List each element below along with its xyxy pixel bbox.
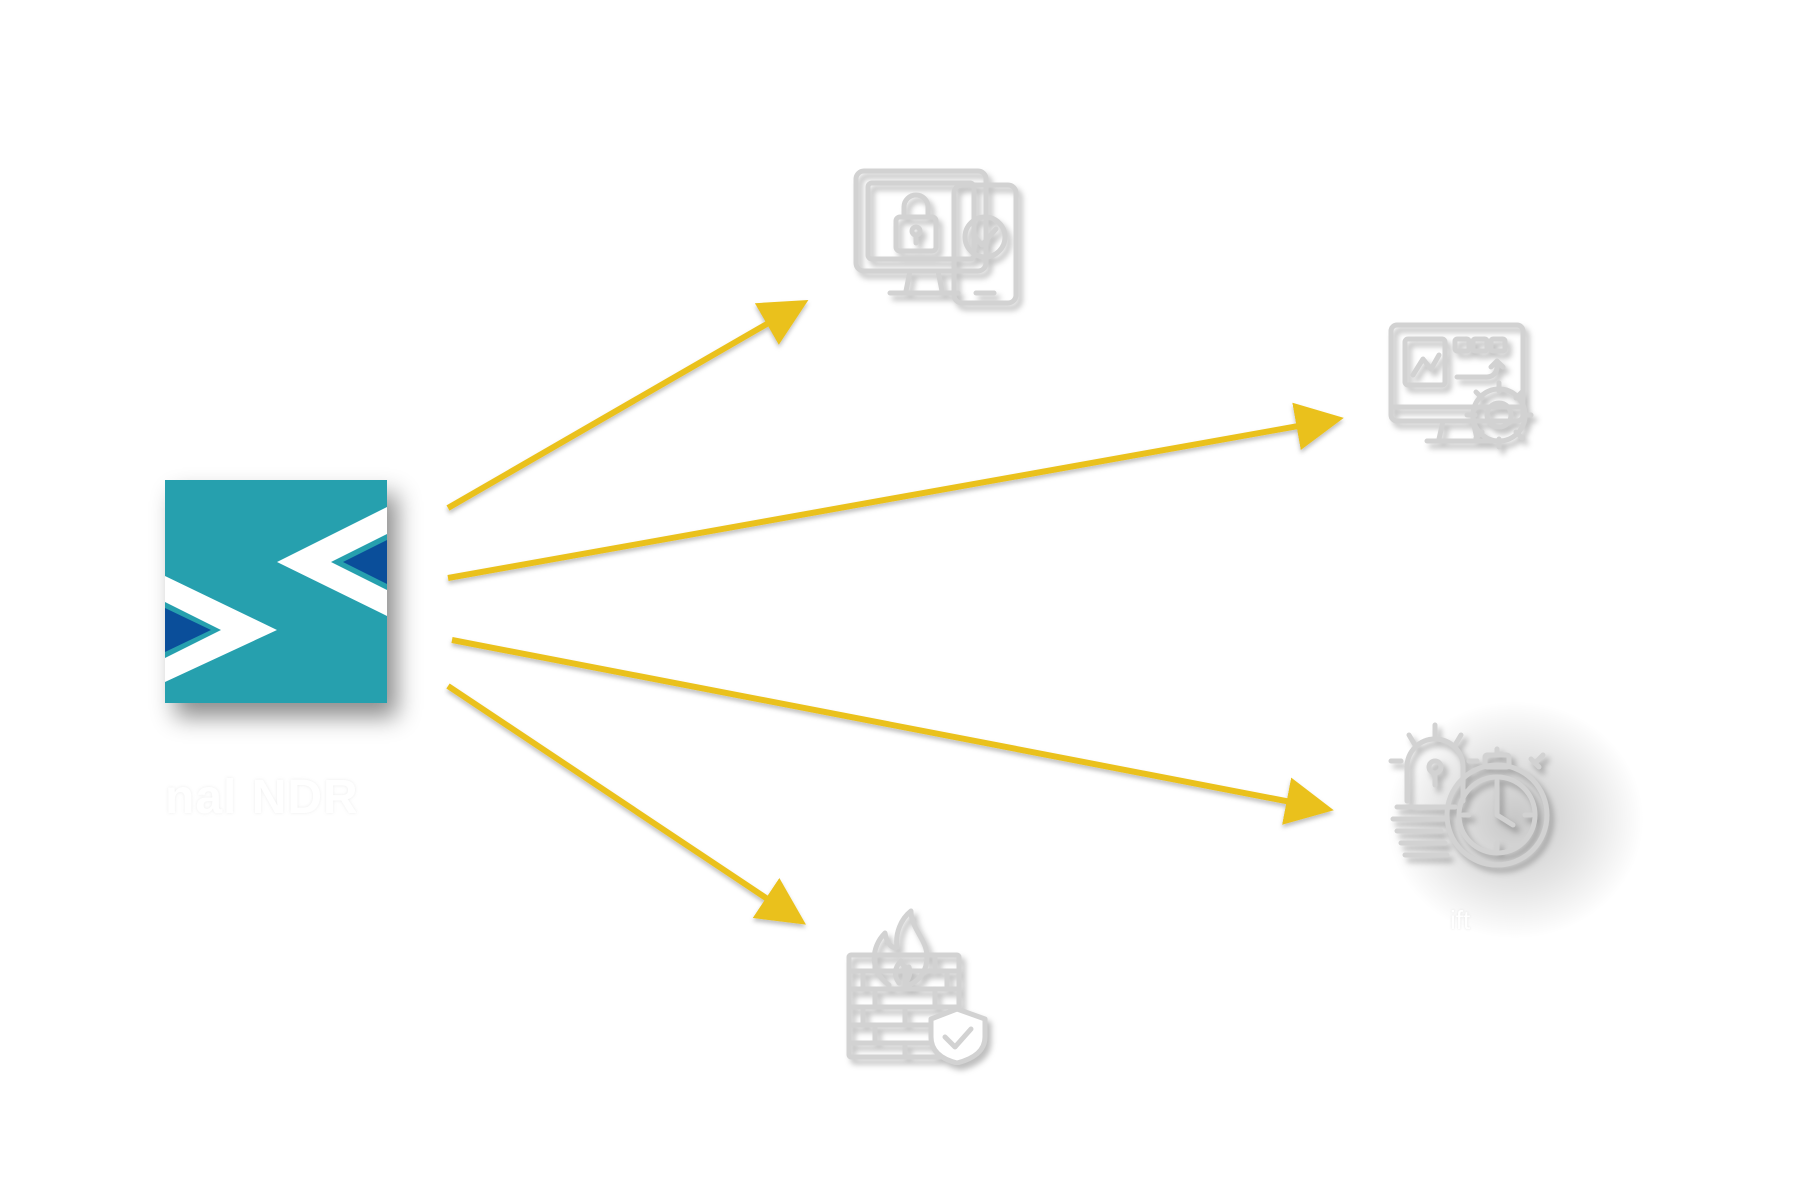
- monitor-lock-phone-check-icon: [850, 165, 1025, 315]
- arrow-to-monitor-lock: [446, 300, 809, 511]
- firewall-flame-shield-icon: [845, 905, 995, 1066]
- arrow-to-firewall: [446, 683, 806, 925]
- dashboard-gear-icon: [1383, 315, 1543, 460]
- source-label: nal NDR: [165, 771, 359, 824]
- alarm-stopwatch-icon: [1385, 715, 1555, 875]
- alarm-stopwatch-label: ift: [1450, 905, 1471, 935]
- arrow-to-alarm-stopwatch: [451, 637, 1334, 825]
- brand-logo: [165, 480, 387, 703]
- arrow-to-dashboard-gear: [447, 402, 1344, 581]
